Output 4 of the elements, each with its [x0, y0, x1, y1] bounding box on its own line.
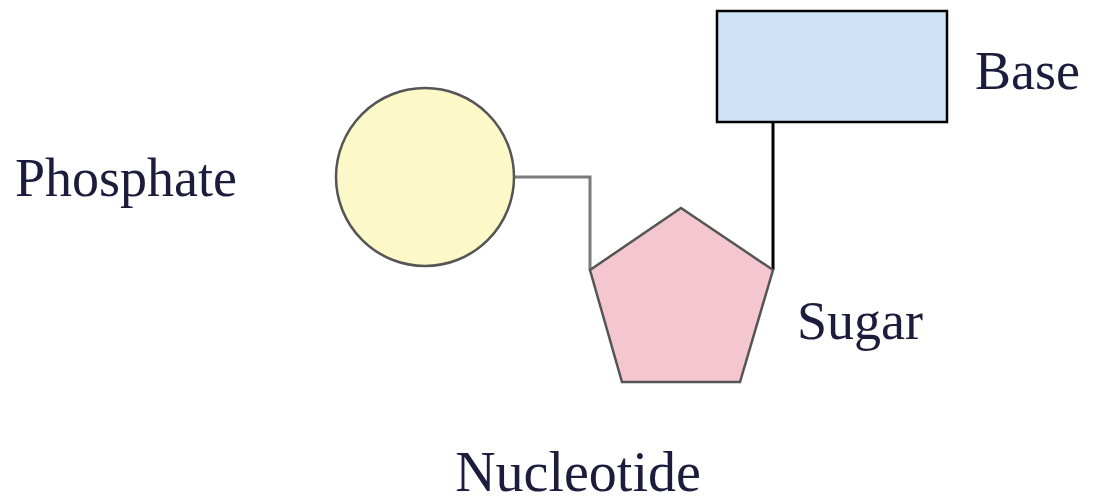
connector-line — [771, 123, 775, 270]
caption: Nucleotide — [455, 444, 701, 498]
connector-line — [515, 175, 592, 270]
node-label: Base — [975, 44, 1080, 98]
